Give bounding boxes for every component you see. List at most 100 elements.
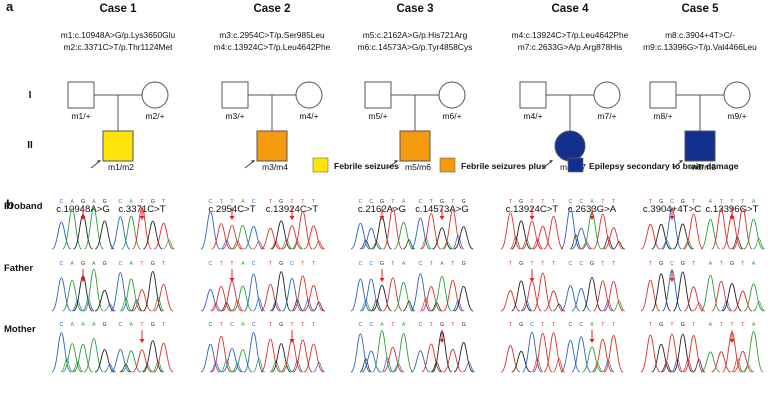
base-call: T xyxy=(552,322,556,328)
mutation-arrowhead xyxy=(439,216,445,220)
trace-peak xyxy=(453,226,474,250)
base-call: T xyxy=(290,322,294,328)
trace-peak xyxy=(603,335,624,373)
base-call: G xyxy=(590,261,594,267)
base-call: A xyxy=(70,322,74,328)
mutation-arrowhead xyxy=(289,339,295,343)
base-call: T xyxy=(230,261,234,267)
mother-symbol xyxy=(141,81,169,109)
base-call: G xyxy=(462,322,466,328)
trace-minor-peak xyxy=(720,300,733,312)
base-call: G xyxy=(103,199,107,205)
trace-peak xyxy=(222,224,242,250)
trace-peak xyxy=(640,223,661,250)
trace-minor-peak xyxy=(162,239,176,250)
trace-minor-peak xyxy=(552,357,566,373)
trace-peak xyxy=(533,225,553,250)
trace-peak xyxy=(62,343,82,373)
mother-genotype: m2/+ xyxy=(145,111,164,121)
mother-genotype: m9/+ xyxy=(727,111,746,121)
trace-minor-peak xyxy=(452,234,465,250)
trace-minor-peak xyxy=(671,358,684,373)
base-call: T xyxy=(312,199,316,205)
base-call: G xyxy=(440,199,444,205)
trace-minor-peak xyxy=(752,301,766,312)
trace-minor-peak xyxy=(602,236,615,250)
father-symbol xyxy=(364,81,392,109)
base-call: A xyxy=(402,199,406,205)
base-call: C xyxy=(579,261,583,267)
trace-peak xyxy=(651,223,671,250)
trace-peak xyxy=(571,336,592,373)
base-call: A xyxy=(241,199,245,205)
father-genotype: m5/+ xyxy=(368,111,387,121)
row-label: Proband xyxy=(4,201,43,212)
father-genotype: m8/+ xyxy=(653,111,672,121)
proband-arrowhead xyxy=(251,160,255,163)
trace-minor-peak xyxy=(731,357,744,373)
base-call: A xyxy=(590,199,594,205)
trace-minor-peak xyxy=(130,299,143,312)
base-call: T xyxy=(301,322,305,328)
case-variant-2: m4:c.13924C>T/p.Leu4642Phe xyxy=(214,42,331,52)
trace-minor-peak xyxy=(531,238,544,250)
base-call: C xyxy=(119,322,123,328)
proband-genotype: m5/m6 xyxy=(405,162,431,172)
trace-peak xyxy=(243,273,264,312)
base-call: G xyxy=(659,199,663,205)
proband-arrowhead xyxy=(679,160,683,163)
trace-peak xyxy=(453,342,474,373)
trace-peak xyxy=(683,334,704,373)
row-label: Father xyxy=(4,263,33,274)
trace-peak xyxy=(421,213,442,250)
base-call: T xyxy=(140,261,144,267)
base-call: T xyxy=(530,261,534,267)
trace-peak xyxy=(673,223,693,250)
base-call: T xyxy=(140,322,144,328)
base-call: T xyxy=(451,199,455,205)
proband-symbol xyxy=(684,130,716,162)
trace-peak xyxy=(603,280,624,312)
mutation-arrowhead xyxy=(80,278,86,282)
father-genotype: m4/+ xyxy=(523,111,542,121)
trace-minor-peak xyxy=(509,235,522,250)
trace-peak xyxy=(560,207,581,250)
case-variant-1: m1:c.10948A>G/p.Lys3650Glu xyxy=(61,30,176,40)
trace-minor-peak xyxy=(602,300,615,312)
mutation-arrowhead xyxy=(379,216,385,220)
base-call: T xyxy=(552,199,556,205)
trace-minor-peak xyxy=(520,238,533,250)
base-call: C xyxy=(579,199,583,205)
mutation-arrowhead xyxy=(439,339,445,343)
trace-minor-peak xyxy=(152,360,165,373)
trace-peak xyxy=(511,280,531,312)
base-call: C xyxy=(230,322,234,328)
trace-peak xyxy=(733,290,753,312)
base-call: T xyxy=(692,261,696,267)
base-call: T xyxy=(162,199,166,205)
trace-peak xyxy=(543,215,564,250)
trace-minor-peak xyxy=(103,303,117,312)
trace-peak xyxy=(110,216,131,250)
trace-peak xyxy=(640,334,661,373)
base-call: T xyxy=(269,261,273,267)
trace-peak xyxy=(410,217,431,250)
base-call: A xyxy=(752,261,756,267)
base-call: A xyxy=(241,261,245,267)
base-call: T xyxy=(391,199,395,205)
trace-peak xyxy=(121,350,141,373)
trace-peak xyxy=(361,350,381,373)
base-call: T xyxy=(649,261,653,267)
mutation-arrowhead xyxy=(529,216,535,220)
mother-symbol xyxy=(438,81,466,109)
base-call: A xyxy=(752,322,756,328)
base-call: T xyxy=(730,199,734,205)
base-call: A xyxy=(709,322,713,328)
trace-minor-peak xyxy=(520,300,533,312)
mutation-arrowhead xyxy=(139,339,145,343)
trace-minor-peak xyxy=(531,357,544,373)
